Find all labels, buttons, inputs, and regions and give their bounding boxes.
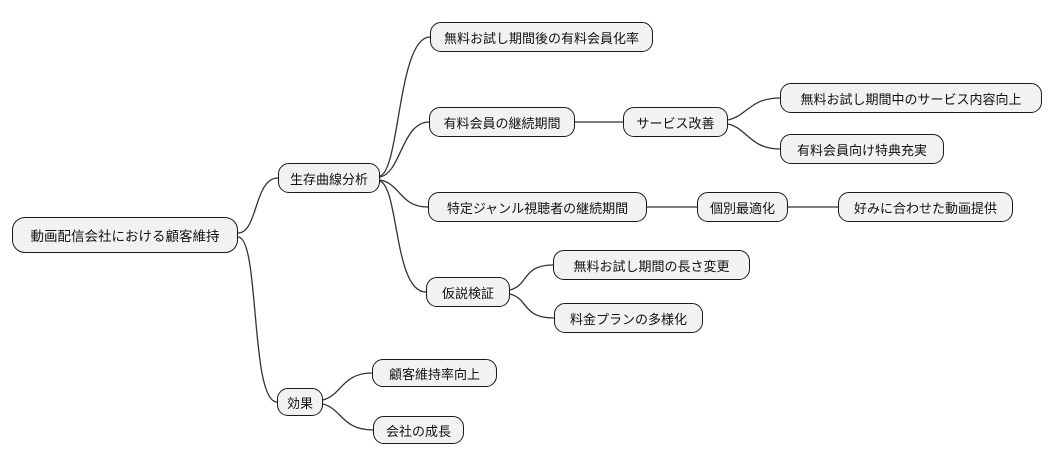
node-member-perks: 有料会員向け特典充実 <box>780 134 944 164</box>
edge-survival-hypothesis <box>379 180 427 293</box>
edge-hypothesis-triallength <box>509 264 554 291</box>
node-trial-length-change: 無料お試し期間の長さ変更 <box>553 250 750 280</box>
edge-service-trialcontent <box>727 97 781 121</box>
node-paid-member-duration: 有料会員の継続期間 <box>429 107 575 137</box>
node-root: 動画配信会社における顧客維持 <box>12 217 238 253</box>
node-company-growth: 会社の成長 <box>373 416 464 444</box>
node-effect: 効果 <box>277 388 323 416</box>
node-individual-optimization: 個別最適化 <box>697 192 788 222</box>
edge-root-effect <box>237 236 278 403</box>
node-genre-viewer-duration: 特定ジャンル視聴者の継続期間 <box>428 192 647 222</box>
node-personalized-video: 好みに合わせた動画提供 <box>838 192 1013 222</box>
edge-effect-growth <box>322 403 374 431</box>
edge-survival-duration <box>379 121 430 178</box>
node-paid-conversion-rate: 無料お試し期間後の有料会員化率 <box>430 22 653 52</box>
node-trial-content-improvement: 無料お試し期間中のサービス内容向上 <box>780 83 1042 113</box>
edge-service-perks <box>727 123 781 150</box>
node-retention-rate-up: 顧客維持率向上 <box>372 359 497 387</box>
edge-survival-convrate <box>379 36 431 177</box>
edge-root-survival <box>237 177 279 234</box>
node-pricing-diversification: 料金プランの多様化 <box>554 303 703 333</box>
edge-hypothesis-pricing <box>509 293 555 319</box>
edge-effect-retention <box>322 372 373 401</box>
node-survival-analysis: 生存曲線分析 <box>278 163 380 193</box>
edge-survival-genre <box>379 179 429 208</box>
node-service-improvement: サービス改善 <box>623 107 728 137</box>
node-hypothesis-testing: 仮説検証 <box>426 277 510 307</box>
